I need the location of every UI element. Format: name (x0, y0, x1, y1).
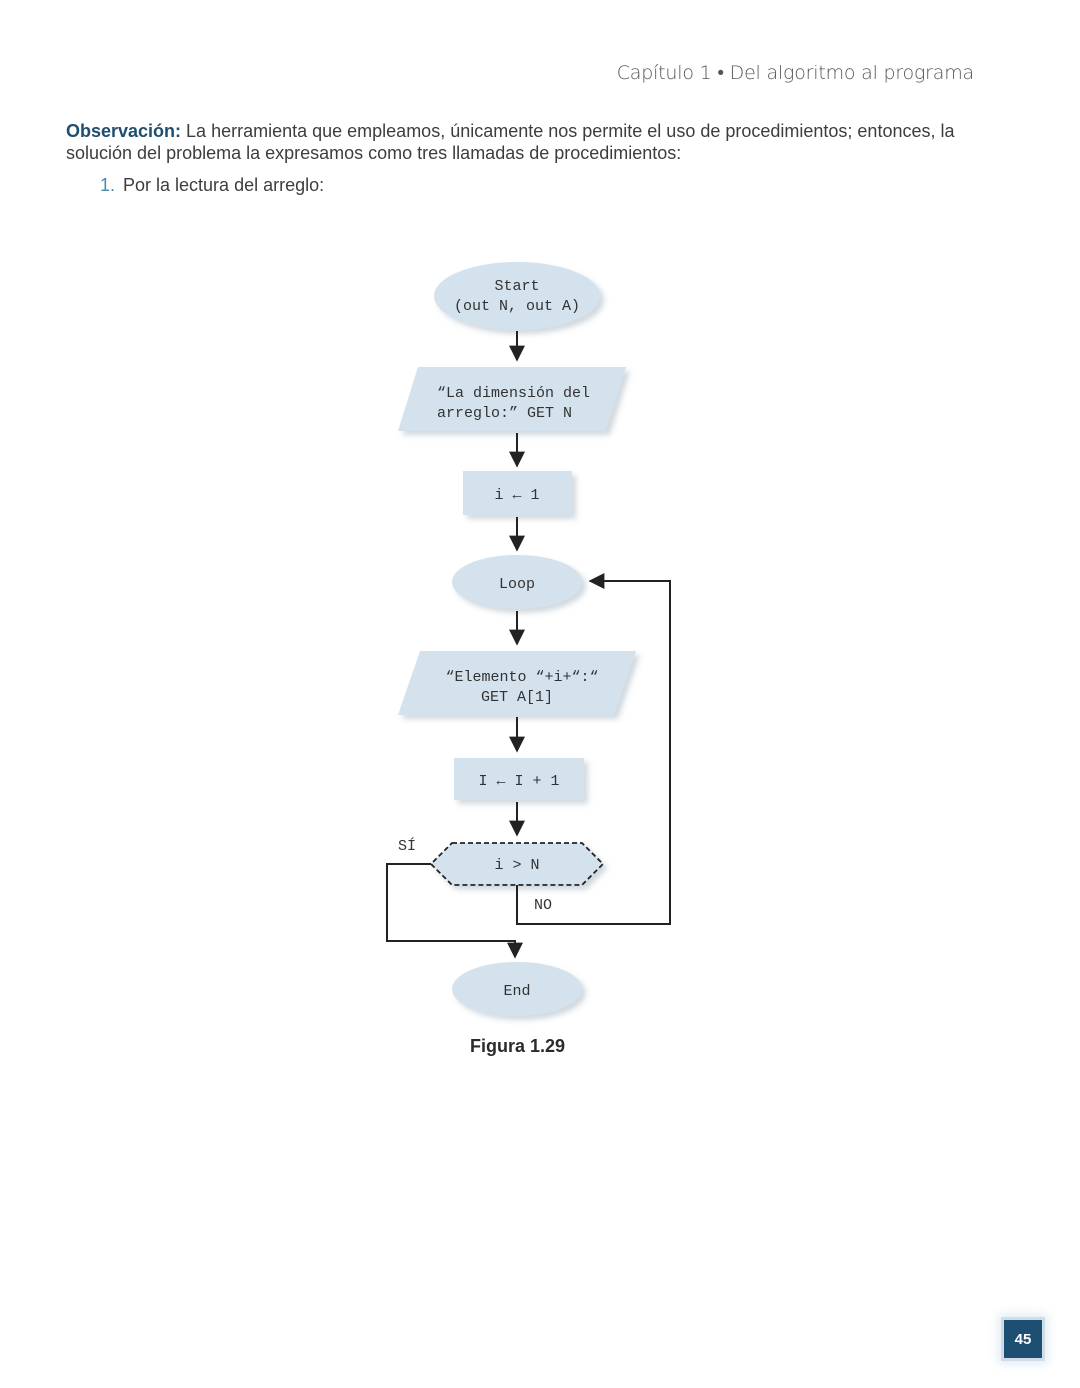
page-number-badge: 45 (1004, 1320, 1042, 1358)
input2-label-line1: “Elemento “+i+“:“ (445, 669, 598, 686)
figure-caption: Figura 1.29 (469, 1036, 566, 1056)
list-number: 1. (100, 175, 116, 195)
assign2-label: I ← I + 1 (478, 773, 559, 790)
no-label: NO (534, 897, 552, 914)
input2-label-line2: GET A[1] (481, 689, 553, 706)
end-label: End (503, 983, 530, 1000)
loop-label: Loop (499, 576, 535, 593)
end-terminal (452, 962, 582, 1016)
input1-label-line1: “La dimensión del (437, 385, 590, 402)
assign-box-increment (454, 758, 584, 800)
loop-terminal (452, 555, 582, 609)
yes-label: SÍ (398, 837, 416, 855)
input-parallelogram-element (398, 651, 636, 715)
start-terminal (434, 262, 600, 330)
yes-branch-connector (386, 863, 523, 959)
observation-label: Observación: (66, 121, 182, 141)
decision-label: i > N (494, 857, 539, 874)
list-item: 1. Por la lectura del arreglo: (100, 175, 324, 196)
no-branch-loop-connector (516, 573, 671, 925)
list-text: Por la lectura del arreglo: (123, 175, 325, 195)
start-label-line1: Start (494, 278, 539, 295)
start-label-line2: (out N, out A) (454, 298, 580, 315)
input-parallelogram-dimension (398, 367, 626, 431)
assign-box-i (463, 471, 572, 515)
observation-paragraph: Observación: La herramienta que empleamo… (66, 120, 978, 164)
observation-text: La herramienta que empleamos, únicamente… (66, 121, 955, 163)
assign1-label: i ← 1 (494, 487, 539, 504)
input1-label-line2: arreglo:” GET N (437, 405, 572, 422)
chapter-header: Capítulo 1 • Del algoritmo al programa (616, 62, 974, 84)
decision-hexagon (429, 842, 605, 886)
